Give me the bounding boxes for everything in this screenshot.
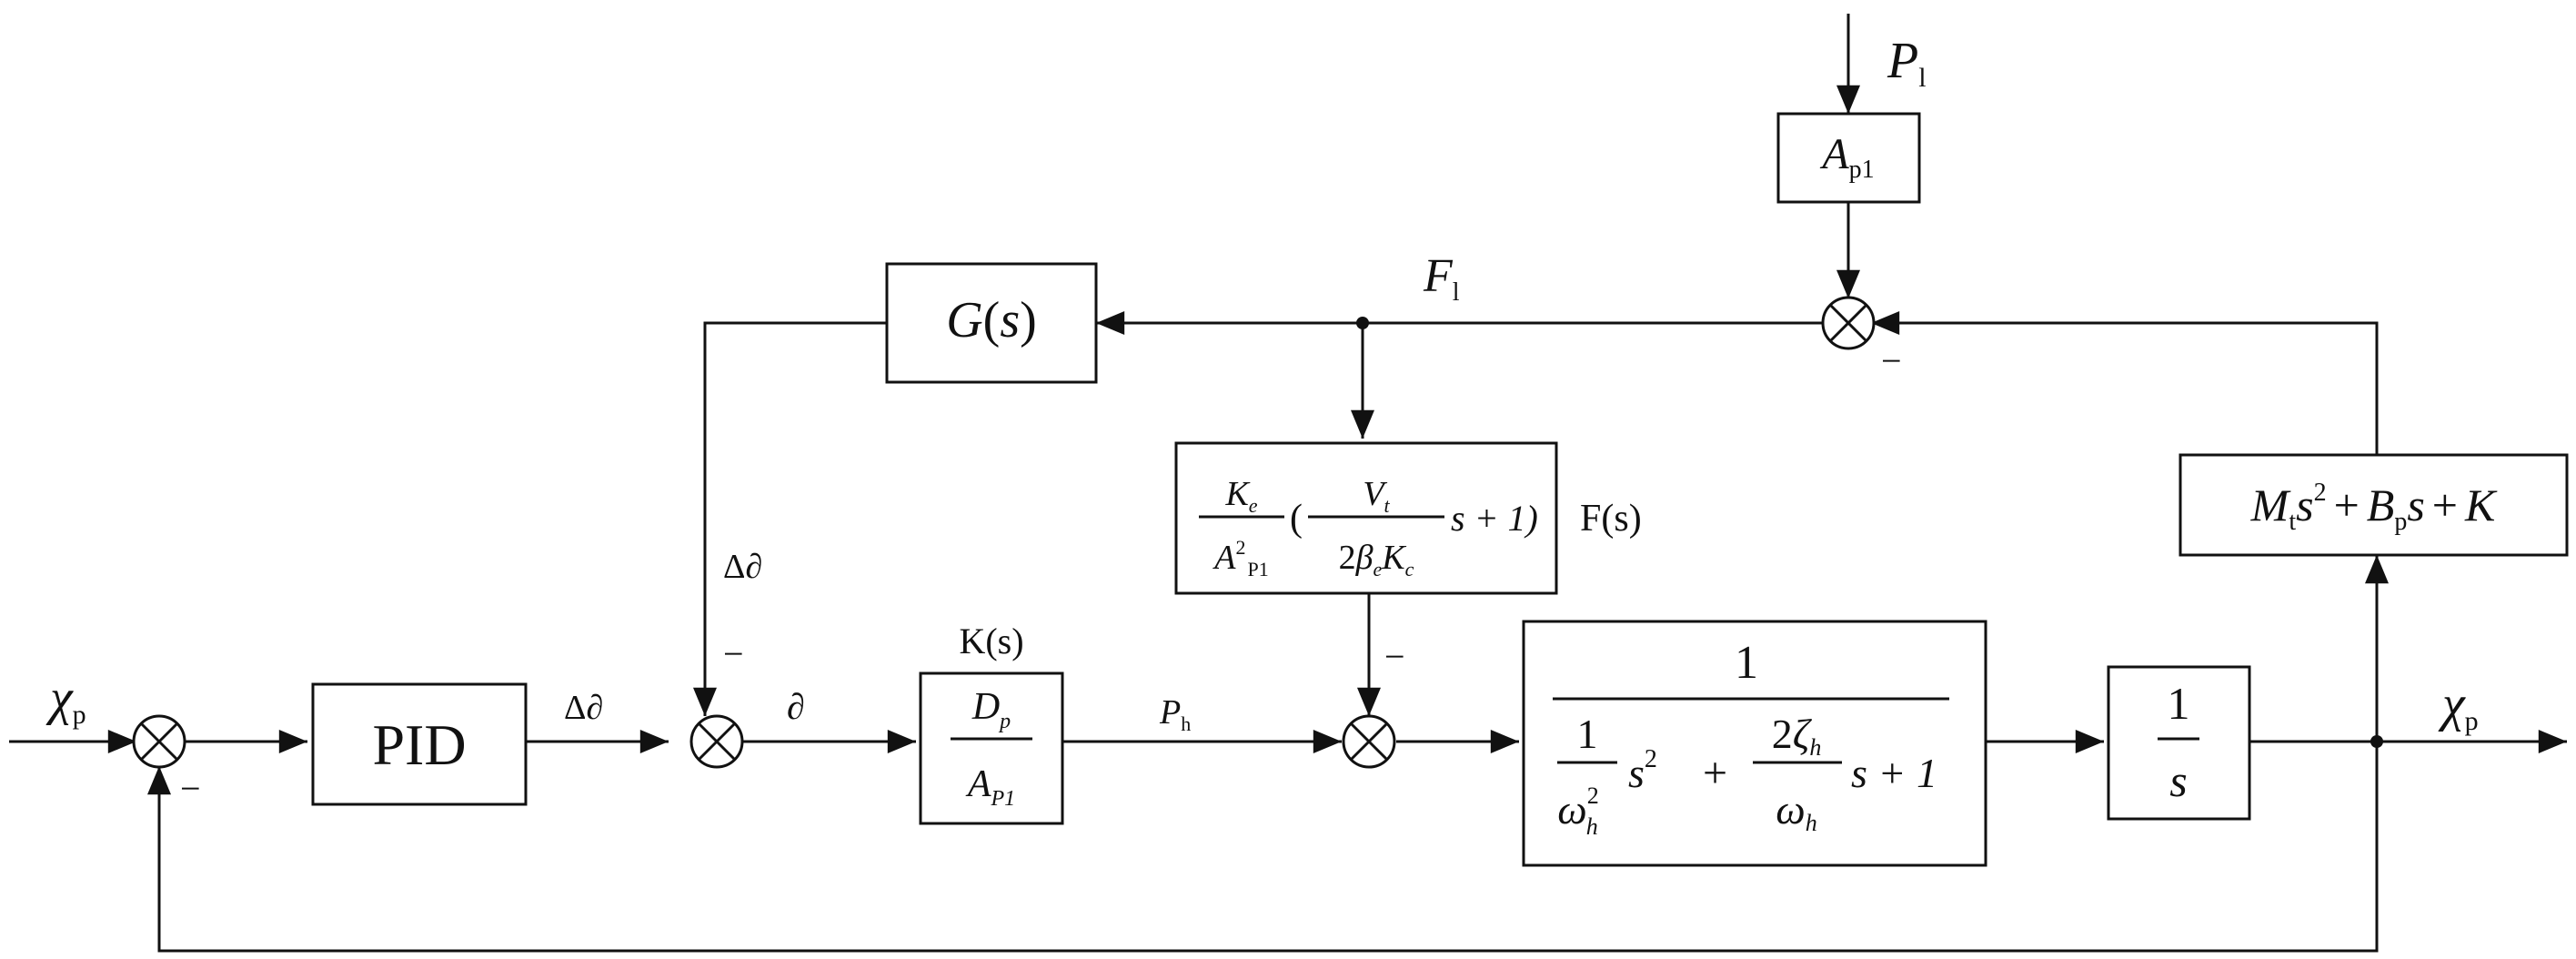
pid-label: PID: [372, 712, 466, 777]
hyd-2zeta: 2ζh: [1772, 711, 1822, 761]
load-block: Mts2+Bps+K: [2179, 453, 2569, 557]
minus-sign-1: −: [180, 768, 201, 809]
summing-junction-4: [1821, 296, 1876, 350]
ap1-label: Ap1: [1819, 130, 1874, 184]
hyd-omega: ωh: [1776, 786, 1816, 836]
hyd-tail: s + 1: [1851, 750, 1937, 796]
integrator-numerator: 1: [2168, 678, 2190, 729]
output-chi-label: χp: [2438, 676, 2479, 736]
ap1-block: Ap1: [1776, 112, 1921, 204]
fs-open-paren: (: [1290, 498, 1303, 540]
gs-block: G(s): [885, 262, 1098, 384]
fl-label: Fl: [1423, 250, 1460, 307]
delta-partial-label-top: Δ∂: [723, 548, 762, 586]
p1-label: Pl: [1887, 33, 1927, 93]
load-expression: Mts2+Bps+K: [2250, 479, 2498, 536]
ka-denominator: AP1: [965, 763, 1015, 811]
summing-junction-1: [132, 714, 186, 769]
ph-label: Ph: [1159, 693, 1191, 735]
pid-block: PID: [311, 682, 528, 806]
hyd-numerator: 1: [1735, 637, 1758, 689]
input-chi-label: χp: [45, 670, 86, 730]
fs-label: F(s): [1580, 498, 1642, 540]
minus-sign-4: −: [1881, 340, 1902, 381]
hyd-one: 1: [1577, 711, 1598, 757]
summing-junction-3: [1342, 714, 1396, 769]
fs-tail: s + 1): [1451, 498, 1538, 539]
unity-feedback-line: [147, 742, 2379, 953]
ka-numerator: Dp: [971, 686, 1011, 733]
fs-ke: Ke: [1224, 475, 1257, 517]
gs-output-line: [693, 321, 887, 716]
minus-sign-3: −: [1384, 636, 1405, 677]
fs-vt: Vt: [1363, 475, 1390, 517]
delta-partial-label-mid: Δ∂: [564, 689, 603, 727]
integrator-denominator: s: [2169, 755, 2187, 806]
hyd-plus: +: [1703, 749, 1727, 797]
load-output-line: [1871, 311, 2379, 491]
fs-a2: A2P1: [1212, 536, 1268, 580]
gs-label: G(s): [946, 292, 1037, 348]
summing-junction-2: [689, 714, 744, 769]
fs-2betakc: 2βeKc: [1339, 539, 1414, 580]
integrator-block: 1 s: [2107, 665, 2251, 821]
ka-block: Dp AP1: [919, 671, 1064, 825]
fs-block: Ke A2P1 ( Vt 2βeKc s + 1): [1174, 441, 1558, 595]
minus-sign-2: −: [723, 633, 744, 674]
partial-label: ∂: [787, 686, 805, 727]
ks-label: K(s): [959, 621, 1023, 661]
hyd-s-sq: s2: [1628, 745, 1657, 796]
